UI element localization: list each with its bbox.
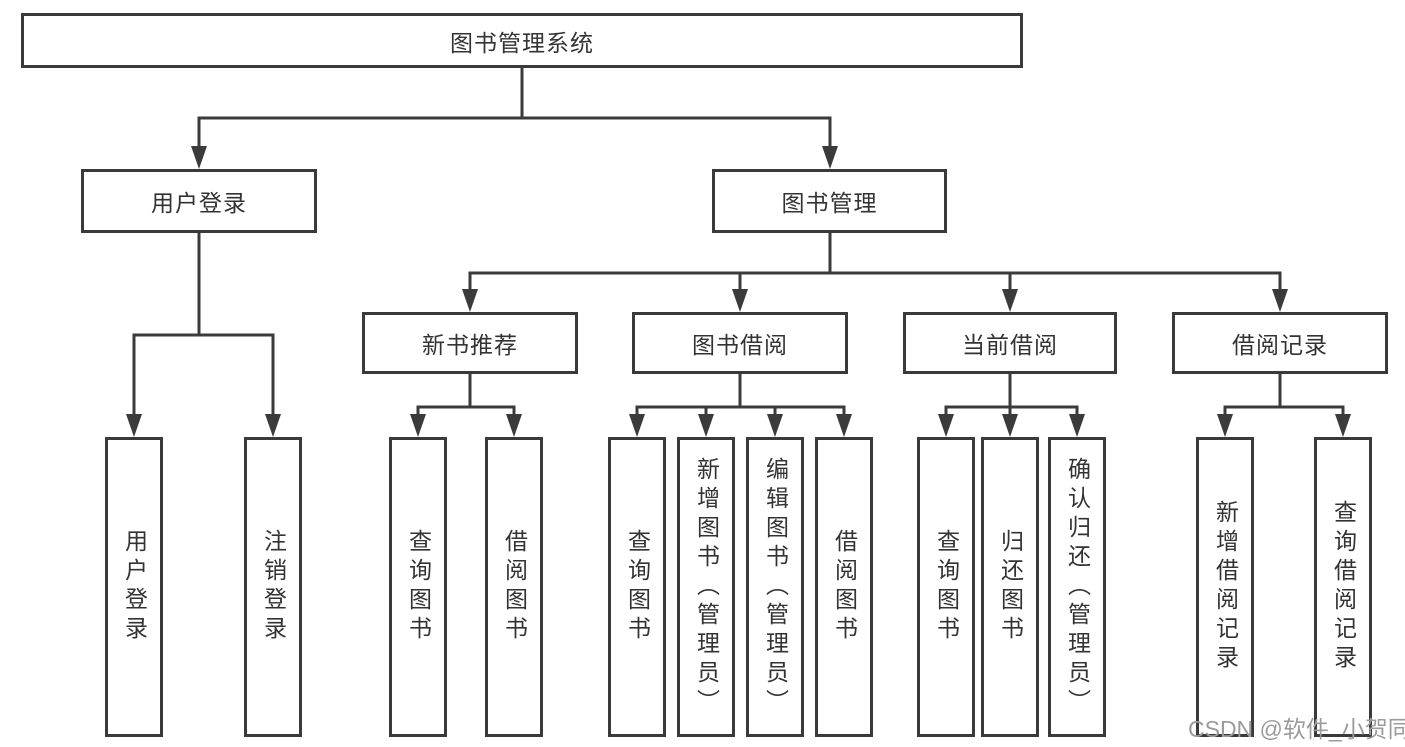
leaf-recommend-query-books: 查询图书: [389, 437, 447, 737]
leaf-return-books-label: 归还图书: [997, 529, 1024, 645]
node-new-book-recommend-label: 新书推荐: [422, 332, 518, 358]
leaf-add-books-admin-label: 新增图书（管理员）: [693, 456, 720, 718]
leaf-add-borrow-record-label: 新增借阅记录: [1212, 500, 1239, 674]
leaf-current-query-books-label: 查询图书: [933, 529, 960, 645]
node-book-borrow: 图书借阅: [632, 312, 848, 374]
watermark: CSDN @软件_小贺同学: [1188, 716, 1405, 742]
node-new-book-recommend: 新书推荐: [362, 312, 578, 374]
leaf-borrow-query-books: 查询图书: [608, 437, 666, 737]
leaf-query-borrow-record: 查询借阅记录: [1314, 437, 1372, 737]
node-user-login-label: 用户登录: [151, 190, 247, 216]
leaf-edit-books-admin: 编辑图书（管理员）: [746, 437, 804, 737]
node-book-management: 图书管理: [712, 169, 947, 233]
leaf-recommend-borrow-books: 借阅图书: [485, 437, 543, 737]
leaf-add-books-admin: 新增图书（管理员）: [677, 437, 735, 737]
leaf-confirm-return-admin-label: 确认归还（管理员）: [1064, 456, 1091, 718]
node-book-borrow-label: 图书借阅: [692, 332, 788, 358]
leaf-borrow-query-books-label: 查询图书: [624, 529, 651, 645]
leaf-query-borrow-record-label: 查询借阅记录: [1330, 500, 1357, 674]
node-borrow-records: 借阅记录: [1172, 312, 1388, 374]
leaf-recommend-borrow-books-label: 借阅图书: [501, 529, 528, 645]
leaf-logout: 注销登录: [244, 437, 302, 737]
node-borrow-records-label: 借阅记录: [1232, 332, 1328, 358]
node-book-management-label: 图书管理: [781, 190, 878, 216]
leaf-borrow-books: 借阅图书: [815, 437, 873, 737]
leaf-add-borrow-record: 新增借阅记录: [1196, 437, 1254, 737]
node-library-system-label: 图书管理系统: [450, 29, 594, 56]
node-user-login: 用户登录: [81, 169, 317, 233]
node-library-system: 图书管理系统: [21, 13, 1023, 68]
leaf-return-books: 归还图书: [981, 437, 1039, 737]
leaf-confirm-return-admin: 确认归还（管理员）: [1048, 437, 1106, 737]
leaf-edit-books-admin-label: 编辑图书（管理员）: [762, 456, 789, 718]
node-current-borrow-label: 当前借阅: [962, 332, 1058, 358]
leaf-recommend-query-books-label: 查询图书: [405, 529, 432, 645]
leaf-user-login: 用户登录: [105, 437, 163, 737]
arrowhead-icons: [126, 146, 1351, 437]
leaf-borrow-books-label: 借阅图书: [831, 529, 858, 645]
leaf-current-query-books: 查询图书: [917, 437, 975, 737]
leaf-user-login-label: 用户登录: [121, 529, 148, 645]
node-current-borrow: 当前借阅: [903, 312, 1117, 374]
leaf-logout-label: 注销登录: [260, 529, 287, 645]
